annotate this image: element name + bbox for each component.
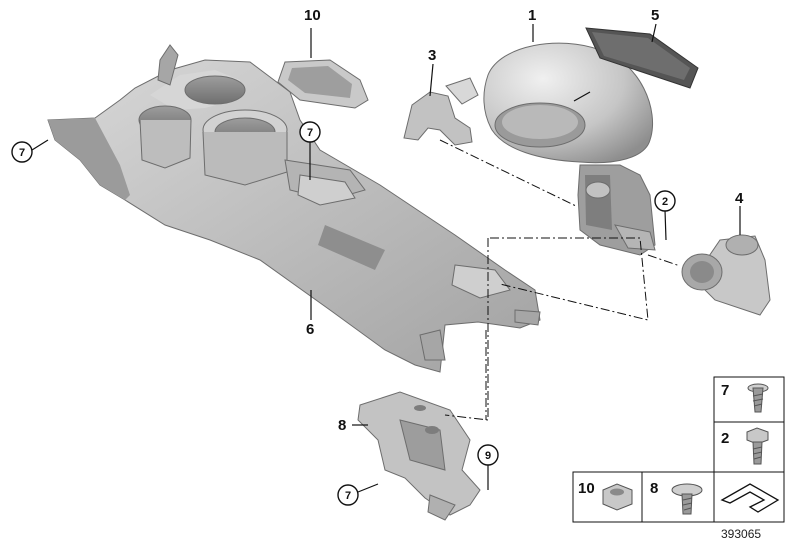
leader-3 — [429, 63, 434, 97]
callout-11: 10 — [304, 7, 321, 24]
torx-screw-icon — [747, 383, 769, 413]
legend-box-7 — [713, 376, 785, 423]
callout-2: 2 — [662, 196, 668, 208]
leader-2 — [664, 209, 667, 241]
callout-10-circle — [477, 444, 499, 466]
callout-8-circle — [299, 121, 321, 143]
callout-5: 5 — [651, 7, 659, 24]
callout-1: 1 — [528, 7, 536, 24]
support-bracket-part — [357, 391, 481, 521]
leader-7a — [31, 139, 49, 151]
callout-7a: 7 — [19, 147, 25, 159]
legend-label-7: 7 — [721, 382, 729, 399]
callout-3: 3 — [428, 47, 436, 64]
assembly-lines — [439, 139, 681, 421]
legend-box-8 — [641, 471, 715, 523]
callout-8: 7 — [307, 127, 313, 139]
hex-nut-icon — [602, 483, 633, 511]
bracket-symbol-icon — [720, 483, 780, 513]
armrest-part — [483, 42, 656, 256]
cup-holder-part — [681, 234, 771, 316]
leader-7b — [357, 483, 379, 493]
callout-2-circle — [654, 190, 676, 212]
callout-10: 9 — [485, 450, 491, 462]
legend-label-8: 8 — [650, 480, 658, 497]
legend-label-2: 2 — [721, 430, 729, 447]
center-console-part — [47, 44, 541, 373]
flange-screw-icon — [671, 483, 703, 515]
callout-7b: 7 — [345, 490, 351, 502]
callout-labels: 10 1 5 3 4 6 8 7 7 2 7 9 — [11, 7, 744, 506]
fastener-legend: 7 2 10 8 — [572, 376, 785, 523]
callout-9: 8 — [338, 417, 346, 434]
callout-7a-circle — [11, 141, 33, 163]
hex-bolt-icon — [746, 427, 769, 465]
retainer-bracket-part — [403, 77, 479, 146]
callout-4: 4 — [735, 190, 744, 207]
leader-5 — [651, 23, 657, 43]
legend-label-10: 10 — [578, 480, 595, 497]
callout-7b-circle — [337, 484, 359, 506]
leader-1b — [573, 91, 591, 102]
storage-tray-part — [277, 59, 369, 109]
legend-box-2 — [713, 421, 785, 473]
armrest-pad-part — [585, 27, 699, 89]
leader-lines — [31, 23, 741, 493]
reference-number: 393065 — [721, 527, 761, 541]
callout-6: 6 — [306, 321, 314, 338]
